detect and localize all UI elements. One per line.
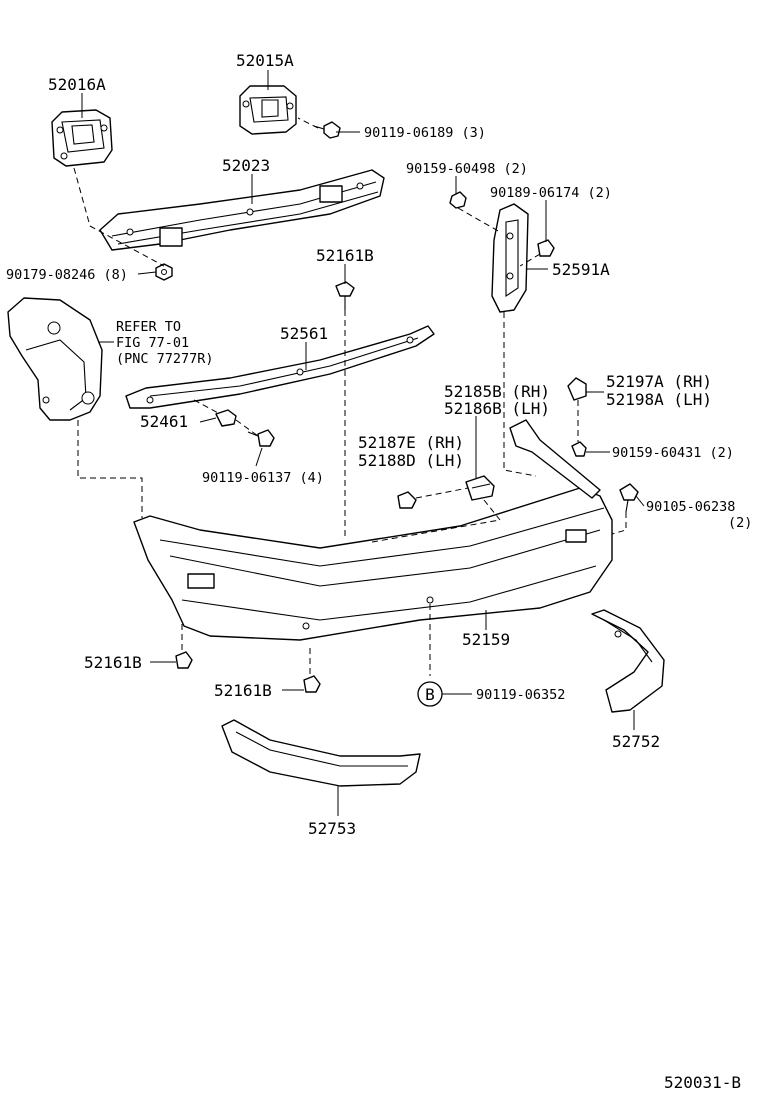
- bolt-90119-06189: [313, 121, 341, 139]
- callout-52188D: 52188D (LH): [358, 451, 464, 470]
- clip-90159-60498: [449, 191, 467, 209]
- bumper-cover-52159: [133, 419, 613, 641]
- callout-52461: 52461: [140, 412, 188, 431]
- callout-52752: 52752: [612, 732, 660, 751]
- refer-note: REFER TO FIG 77-01 (PNC 77277R): [116, 319, 214, 367]
- callout-52186B: 52186B (LH): [444, 399, 550, 418]
- nut-90179-08246: [155, 263, 173, 281]
- bolt-52161B-mid: [303, 675, 321, 693]
- callout-52591A: 52591A: [552, 260, 610, 279]
- callout-90189-06174: 90189-06174 (2): [490, 185, 612, 201]
- fender-liner-ref-77-01: [7, 297, 103, 421]
- bolt-52161B-left: [175, 651, 193, 669]
- callout-90119-06352: 90119-06352: [476, 687, 565, 703]
- callout-52185B: 52185B (RH): [444, 382, 550, 401]
- refer-note-line2: FIG 77-01: [116, 335, 189, 351]
- bracket-52185B-52186B: [465, 475, 495, 501]
- moulding-52752: [591, 609, 665, 713]
- callout-90179-08246: 90179-08246 (8): [6, 267, 128, 283]
- circle-marker-b-letter: B: [425, 685, 435, 704]
- callout-90159-60498: 90159-60498 (2): [406, 161, 528, 177]
- side-retainer-52591A: [491, 203, 529, 313]
- spacer-52461: [215, 409, 237, 427]
- callout-52753: 52753: [308, 819, 356, 838]
- refer-note-line3: (PNC 77277R): [116, 351, 214, 367]
- clip-90105-06238: [619, 483, 639, 513]
- moulding-52753: [221, 719, 421, 787]
- callout-52561: 52561: [280, 324, 328, 343]
- callout-90159-60431: 90159-60431 (2): [612, 445, 734, 461]
- callout-90105-06238-qty: (2): [728, 515, 752, 531]
- callout-52198A: 52198A (LH): [606, 390, 712, 409]
- retainer-bracket-52016A: [51, 109, 113, 167]
- bolt-52161B-top: [335, 281, 355, 310]
- callout-52187E: 52187E (RH): [358, 433, 464, 452]
- clip-90189-06174: [537, 239, 555, 257]
- callout-52015A: 52015A: [236, 51, 294, 70]
- callout-52161B-mid: 52161B: [214, 681, 272, 700]
- leader-lines: [81, 70, 645, 816]
- retainer-52197A-52198A: [567, 377, 587, 401]
- bolt-90119-06137: [247, 429, 275, 447]
- callout-90119-06189: 90119-06189 (3): [364, 125, 486, 141]
- callout-52016A: 52016A: [48, 75, 106, 94]
- absorber-bar-52561: [125, 325, 435, 409]
- refer-note-line1: REFER TO: [116, 319, 181, 335]
- callout-52161B-top: 52161B: [316, 246, 374, 265]
- assembly-dashed-lines: [73, 117, 627, 676]
- callout-52161B-left: 52161B: [84, 653, 142, 672]
- clip-52187E-52188D: [397, 491, 417, 509]
- callout-90119-06137: 90119-06137 (4): [202, 470, 324, 486]
- circle-marker-b: B: [417, 681, 443, 707]
- callout-52023: 52023: [222, 156, 270, 175]
- callout-52197A: 52197A (RH): [606, 372, 712, 391]
- reinforcement-52023: [99, 169, 385, 251]
- retainer-bracket-52015A: [239, 85, 297, 135]
- part-callouts: 52016A 52015A 90119-06189 (3) 52023 9015…: [6, 51, 752, 838]
- callout-90105-06238: 90105-06238: [646, 499, 735, 515]
- figure-code: 520031-B: [664, 1073, 741, 1092]
- callout-52159: 52159: [462, 630, 510, 649]
- screw-90159-60431: [571, 441, 587, 457]
